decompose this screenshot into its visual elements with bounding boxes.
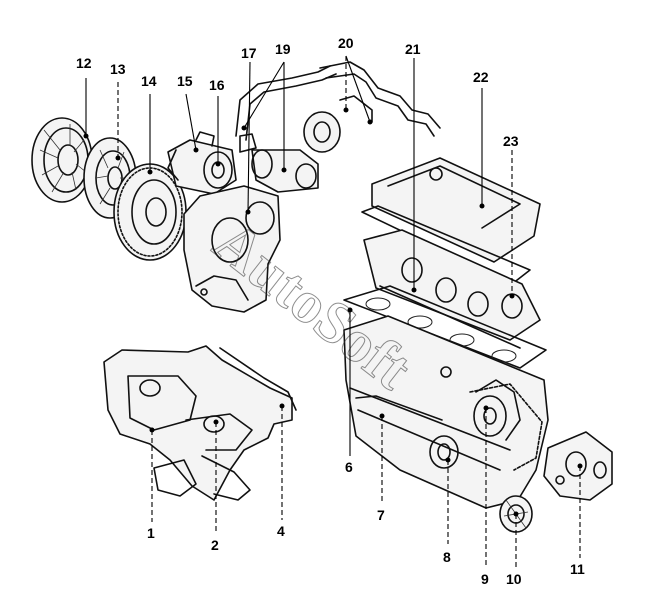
callout-6: 6 — [345, 459, 353, 475]
callout-10: 10 — [506, 571, 522, 587]
callout-2: 2 — [211, 537, 219, 553]
water-pump-drawing — [303, 111, 341, 153]
callout-11: 11 — [570, 561, 585, 577]
callout-13: 13 — [110, 61, 126, 77]
cylinder-head-drawing — [363, 229, 541, 349]
callout-labels: 1 2 4 6 7 8 9 10 11 12 13 14 15 16 17 19… — [76, 35, 585, 587]
callout-8: 8 — [443, 549, 451, 565]
callout-12: 12 — [76, 55, 92, 71]
engine-rear-plate-drawing — [183, 185, 281, 313]
callout-4: 4 — [277, 523, 285, 539]
callout-15: 15 — [177, 73, 193, 89]
callout-23: 23 — [503, 133, 519, 149]
callout-1: 1 — [147, 525, 155, 541]
callout-21: 21 — [405, 41, 421, 57]
callout-19: 19 — [275, 41, 291, 57]
callout-20: 20 — [338, 35, 354, 51]
starter-motor-drawing — [167, 131, 237, 195]
callout-14: 14 — [141, 73, 157, 89]
manifold-drawing — [103, 345, 297, 501]
callout-17: 17 — [241, 45, 257, 61]
callout-22: 22 — [473, 69, 489, 85]
callout-16: 16 — [209, 77, 225, 93]
leader-lines — [83, 55, 583, 568]
timing-cover-drawing — [469, 383, 543, 471]
clutch-pressure-plate-drawing — [31, 117, 93, 203]
callout-9: 9 — [481, 571, 489, 587]
callout-7: 7 — [377, 507, 385, 523]
